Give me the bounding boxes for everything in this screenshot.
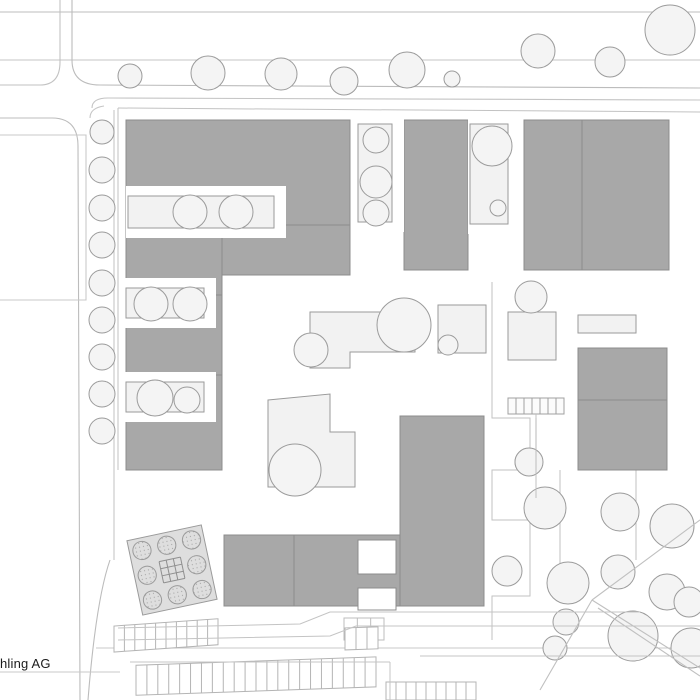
parking-parking-lower-right [385,681,477,700]
left-street-trees-layer [88,119,116,445]
street-tree-canopy [190,55,226,91]
park-tree-canopy [514,447,544,477]
tree-canopy [136,379,174,417]
tree-canopy [362,126,390,154]
courtyard-strip-low [124,372,216,422]
parking-parking-main [135,656,377,696]
street-tree-canopy [388,51,426,89]
park-tree-canopy [670,627,700,669]
plaza-tree-canopy [437,334,459,356]
courtyard-tower-court-b [468,114,520,234]
street-tree-canopy [443,70,461,88]
park-tree-canopy [607,610,659,662]
park-tree-canopy [491,555,523,587]
court-south-court-lower [357,587,397,611]
building-east-pad-upper [577,347,668,401]
pavilion-planter [132,540,152,561]
tree-canopy [362,199,390,227]
plaza-tree-canopy [376,297,432,353]
courtyard-tower-court-a [356,114,404,232]
pavilion-planter [142,590,163,610]
tree-canopy [359,165,393,199]
street-tree-canopy [594,46,626,78]
building-south-tower [399,415,485,607]
attribution-label: hling AG [0,656,51,671]
plaza-trees-layer [268,280,548,497]
pavilion-planter [187,555,207,575]
building-east-pad-lower [577,399,668,471]
tree-canopy [218,194,254,230]
parcel-boundary [117,107,700,640]
tree-strip-cap [89,105,105,119]
rotated-pavilion [126,524,218,616]
courtyard-strip-mid [124,278,216,328]
street-tree-canopy [88,194,116,222]
left-parcel-outline [0,134,87,301]
plaza-stair [507,397,565,498]
pavilion-planter [157,535,177,555]
park-tree-canopy [673,586,700,618]
courtyard-strip-north [126,186,286,238]
park-tree-canopy [546,561,590,605]
building-courtyards-layer [357,539,397,611]
building-north-block-east-a [523,119,583,271]
street-tree-canopy [88,380,116,408]
plaza-plaza-bar-east [577,314,637,334]
tree-canopy [489,199,507,217]
tree-canopy [172,286,208,322]
park-tree-canopy [649,503,695,549]
tree-canopy [133,286,169,322]
pavilion-planter [192,579,212,600]
street-tree-canopy [88,306,116,334]
street-tree-canopy [329,66,359,96]
sidewalk-edge [91,97,700,109]
road-sw-curve [87,559,111,700]
southeast-paths [535,418,700,691]
park-tree-canopy [600,554,636,590]
street-tree-canopy [88,343,116,371]
building-north-block-center [403,119,469,271]
street-trees-layer [117,4,696,96]
road-corner-inner [0,0,61,86]
road-corner-outer [71,0,700,89]
rotated-pavilion [126,524,218,616]
courtyard-strips-layer [124,114,520,422]
tree-canopy [173,386,201,414]
street-tree-canopy [644,4,696,56]
plaza-stair [507,397,565,498]
street-tree-canopy [520,33,556,69]
street-tree-canopy [89,119,115,145]
park-tree-canopy [600,492,640,532]
park-tree-canopy [523,486,567,530]
south-site-lines [117,611,700,700]
pavilion-planter [181,530,202,550]
street-tree-canopy [117,63,143,89]
building-north-block-east-b [581,119,670,271]
road-left-edge [0,117,81,700]
parking-parking-right [344,626,379,651]
street-tree-canopy [88,417,116,445]
street-tree-canopy [88,156,116,184]
street-tree-canopy [88,231,116,259]
building-south-block-west [223,534,295,607]
plaza-tree-canopy [514,280,548,314]
plaza-plaza-square-east [507,311,557,361]
tree-canopy [172,194,208,230]
pavilion-planter [137,565,157,585]
pavilion-planter [167,585,187,605]
street-tree-canopy [88,269,116,297]
plaza-tree-canopy [293,332,329,368]
park-tree-canopy [552,608,580,636]
court-south-court-upper [357,539,397,575]
plaza-tree-canopy [268,443,322,497]
street-tree-canopy [264,57,298,91]
tree-canopy [471,125,513,167]
